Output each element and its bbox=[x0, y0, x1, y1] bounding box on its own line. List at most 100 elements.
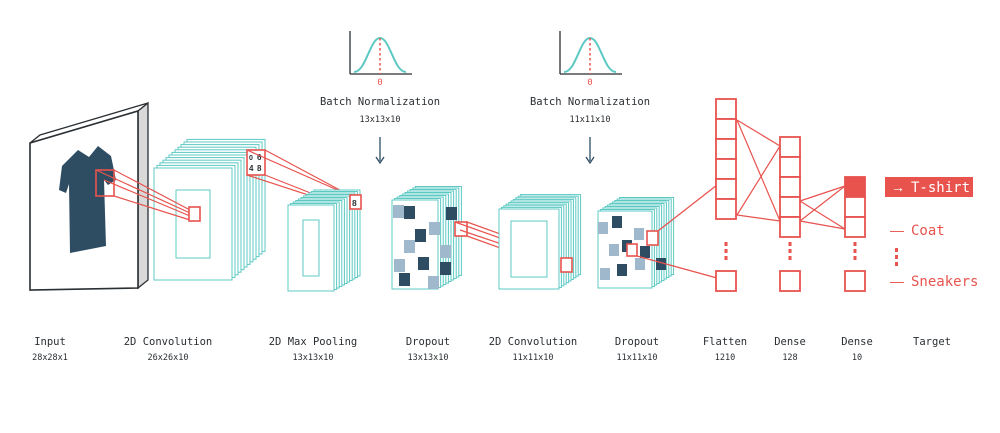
dropout-cell bbox=[446, 207, 457, 220]
neuron bbox=[715, 98, 737, 120]
neuron bbox=[779, 176, 801, 198]
feature-map-layer bbox=[287, 204, 335, 292]
dense-10-layer bbox=[844, 176, 866, 292]
stage-dims: 1210 bbox=[715, 353, 735, 363]
dropout-cell bbox=[440, 262, 451, 275]
stage-label: Target bbox=[913, 336, 951, 348]
dropout-cell bbox=[429, 222, 440, 235]
neuron bbox=[844, 270, 866, 292]
target-tshirt-highlight bbox=[885, 177, 973, 197]
stage-label: Flatten bbox=[703, 336, 747, 348]
filter-value: 8 bbox=[257, 164, 262, 173]
stage-label: Dropout bbox=[406, 336, 450, 348]
dropout-cell bbox=[656, 258, 666, 270]
batchnorm-dims: 11x11x10 bbox=[570, 115, 611, 125]
feature-map-outline bbox=[287, 204, 335, 292]
neuron bbox=[715, 118, 737, 140]
ellipsis-dot bbox=[724, 249, 728, 253]
neuron bbox=[779, 156, 801, 178]
dropout-cell bbox=[393, 205, 404, 218]
neuron bbox=[779, 196, 801, 218]
feature-map-inner-outline bbox=[302, 219, 320, 277]
stage-label: Dense bbox=[841, 336, 873, 348]
target-label-sneakers: Sneakers bbox=[911, 274, 978, 290]
batchnorm-block-2: 0 Batch Normalization 11x11x10 bbox=[530, 31, 650, 165]
dropout-cell bbox=[634, 228, 644, 240]
dropout-cell bbox=[600, 268, 610, 280]
batchnorm-zero: 0 bbox=[377, 78, 382, 88]
stage-label: Input bbox=[34, 336, 66, 348]
dropout-cell bbox=[399, 273, 410, 286]
stage-dims: 11x11x10 bbox=[513, 353, 554, 363]
ellipsis-dot bbox=[724, 242, 728, 246]
dropout-cell bbox=[609, 244, 619, 256]
neuron bbox=[779, 136, 801, 158]
dropout1-feature-maps bbox=[391, 186, 462, 290]
feature-map-layer bbox=[498, 208, 560, 290]
stage-dims: 13x13x10 bbox=[408, 353, 449, 363]
maxpool-feature-maps bbox=[287, 189, 361, 292]
dropout-cell bbox=[394, 259, 405, 272]
feature-map-inner-outline bbox=[175, 189, 211, 259]
down-arrow-icon bbox=[375, 156, 385, 165]
dropout-cell bbox=[404, 240, 415, 253]
flatten-layer bbox=[715, 98, 737, 292]
ellipsis-dot bbox=[788, 256, 792, 260]
ellipsis-dot bbox=[853, 256, 857, 260]
neuron bbox=[844, 176, 866, 198]
batchnorm-dims: 13x13x10 bbox=[360, 115, 401, 125]
ellipsis-dot bbox=[853, 249, 857, 253]
dropout-cell bbox=[415, 229, 426, 242]
dropout-cell bbox=[440, 245, 451, 258]
neuron bbox=[715, 158, 737, 180]
input-receptive-field bbox=[95, 169, 115, 197]
dropout2-flatten-links bbox=[626, 184, 718, 279]
stage-label: Dense bbox=[774, 336, 806, 348]
conv2-feature-maps bbox=[498, 194, 582, 290]
ellipsis-dot bbox=[724, 256, 728, 260]
stage-dims: 11x11x10 bbox=[617, 353, 658, 363]
feature-map-outline bbox=[498, 208, 560, 290]
neuron bbox=[779, 270, 801, 292]
dense-128-layer bbox=[779, 136, 801, 292]
filter-value: 4 bbox=[249, 164, 254, 173]
batchnorm-block-1: 0 Batch Normalization 13x13x10 bbox=[320, 31, 440, 165]
dense-connections bbox=[736, 119, 846, 230]
conv1-output-cell bbox=[95, 169, 201, 222]
dropout-cell bbox=[418, 257, 429, 270]
ellipsis-dot bbox=[788, 242, 792, 246]
stage-label: 2D Max Pooling bbox=[269, 336, 358, 348]
stage-dims: 28x28x1 bbox=[32, 353, 68, 363]
feature-map-layer bbox=[153, 167, 233, 281]
pooled-value: 8 bbox=[352, 198, 357, 208]
neuron bbox=[779, 216, 801, 238]
batchnorm-zero: 0 bbox=[587, 78, 592, 88]
target-outputs: → T-shirt — Coat — Sneakers bbox=[885, 177, 978, 290]
target-dash-icon: — bbox=[890, 222, 904, 238]
stage-label: 2D Convolution bbox=[124, 336, 213, 348]
feature-map-inner-outline bbox=[510, 220, 548, 278]
dropout-cell bbox=[404, 206, 415, 219]
dropout-cell bbox=[635, 258, 645, 270]
batchnorm-label: Batch Normalization bbox=[530, 96, 650, 108]
ellipsis-dot bbox=[788, 249, 792, 253]
dropout-cell bbox=[617, 264, 627, 276]
neuron bbox=[715, 138, 737, 160]
batchnorm-label: Batch Normalization bbox=[320, 96, 440, 108]
ellipsis-dot bbox=[853, 242, 857, 246]
dropout-cell bbox=[598, 222, 608, 234]
neuron bbox=[715, 270, 737, 292]
dropout2-feature-maps bbox=[597, 197, 675, 289]
target-dash-icon: — bbox=[890, 273, 904, 289]
pooled-cell: 8 bbox=[349, 194, 362, 210]
stage-dims: 13x13x10 bbox=[293, 353, 334, 363]
stage-dims: 26x26x10 bbox=[148, 353, 189, 363]
dropout-cell bbox=[612, 216, 622, 228]
filter-value: 0 bbox=[249, 155, 253, 162]
target-arrow-icon: → bbox=[891, 179, 905, 195]
neuron bbox=[715, 178, 737, 200]
target-label-tshirt: T-shirt bbox=[911, 180, 970, 196]
neuron bbox=[844, 216, 866, 238]
neuron bbox=[715, 198, 737, 220]
